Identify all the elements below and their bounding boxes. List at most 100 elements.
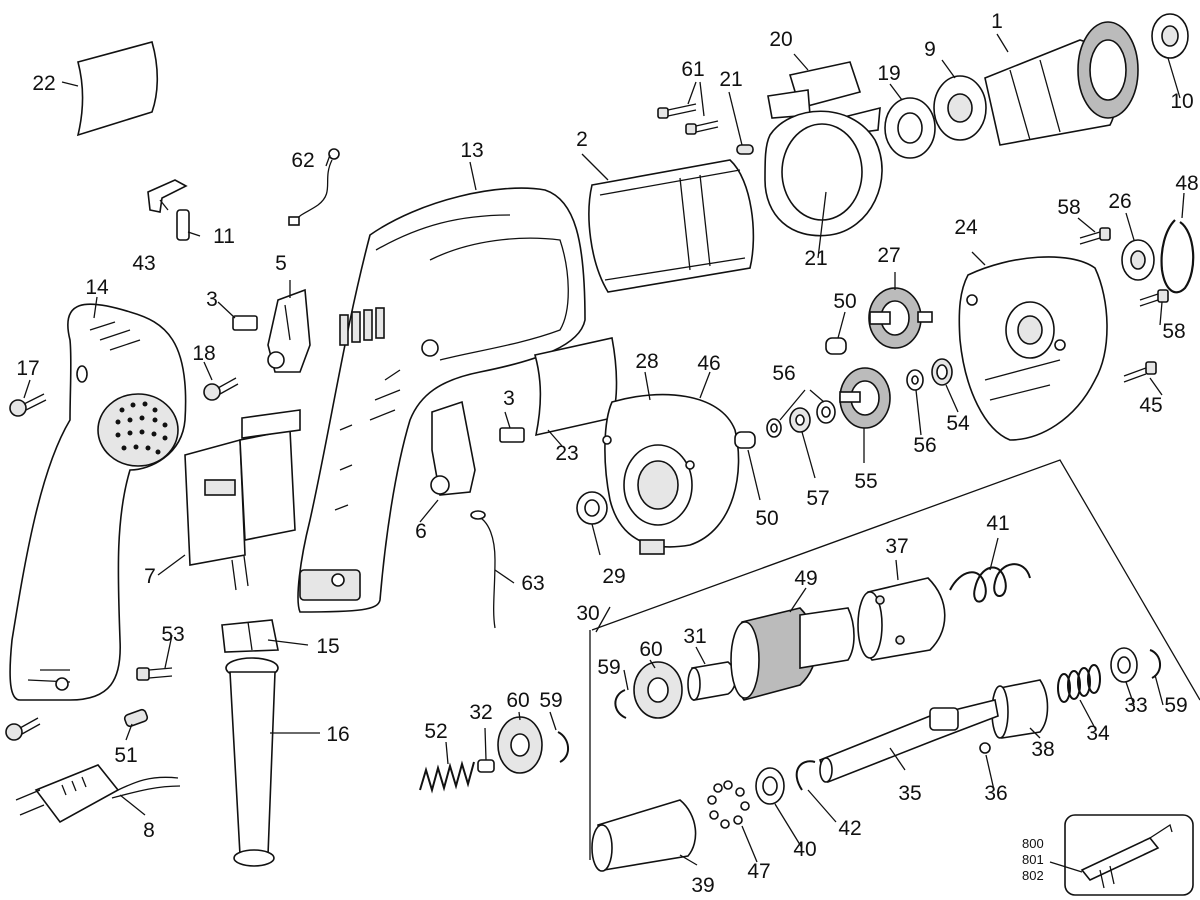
part-28-46-bearing-plate xyxy=(602,393,740,555)
label-41: 41 xyxy=(986,512,1009,535)
label-49: 49 xyxy=(794,567,817,590)
label-8: 8 xyxy=(143,819,155,842)
label-14: 14 xyxy=(85,276,109,299)
label-57: 57 xyxy=(806,487,829,510)
part-35-spindle xyxy=(818,699,999,784)
label-35: 35 xyxy=(898,782,921,805)
part-33-washer xyxy=(1110,647,1138,683)
label-7: 7 xyxy=(144,565,156,588)
part-17-screw xyxy=(9,393,47,417)
part-6-brush-holder xyxy=(430,400,476,496)
label-27: 27 xyxy=(877,244,900,267)
label-50a: 50 xyxy=(833,290,856,313)
part-1-armature xyxy=(984,21,1139,146)
part-19-bearing xyxy=(884,97,936,159)
label-55: 55 xyxy=(854,470,877,493)
part-800-inset xyxy=(1064,814,1194,896)
label-62: 62 xyxy=(291,149,314,172)
label-10: 10 xyxy=(1170,90,1193,113)
label-22: 22 xyxy=(32,72,55,95)
part-59-ring-lower xyxy=(557,731,569,763)
part-52-spring xyxy=(419,760,475,794)
part-47-balls xyxy=(707,780,750,829)
label-23: 23 xyxy=(555,442,578,465)
label-40: 40 xyxy=(793,838,816,861)
label-48: 48 xyxy=(1175,172,1198,195)
label-47: 47 xyxy=(747,860,770,883)
part-56-washer-mid xyxy=(816,400,836,424)
label-29: 29 xyxy=(602,565,625,588)
part-20-brush-plate xyxy=(767,61,881,136)
label-19: 19 xyxy=(877,62,900,85)
label-60b: 60 xyxy=(506,689,529,712)
part-58-screw-upper xyxy=(1079,227,1111,245)
part-9-bearing xyxy=(933,75,987,141)
label-36: 36 xyxy=(984,782,1007,805)
part-50-bushing-lower xyxy=(734,431,756,449)
part-2-field xyxy=(588,159,755,293)
part-43-terminal-clip xyxy=(147,179,188,213)
label-9: 9 xyxy=(924,38,936,61)
part-59-ring-right xyxy=(1149,649,1161,679)
part-45-screw xyxy=(1123,361,1157,383)
label-3b: 3 xyxy=(503,387,515,410)
part-7-switch xyxy=(184,409,301,591)
part-42-ring xyxy=(795,760,816,791)
label-39: 39 xyxy=(691,874,714,897)
label-21b: 21 xyxy=(804,247,827,270)
label-53: 53 xyxy=(161,623,184,646)
label-20: 20 xyxy=(769,28,792,51)
label-800: 800 xyxy=(1022,836,1044,851)
part-59-ring-left xyxy=(614,689,627,719)
part-54-needle-bearing xyxy=(931,358,953,386)
part-40-washer xyxy=(755,767,785,805)
label-58b: 58 xyxy=(1162,320,1185,343)
label-59a: 59 xyxy=(597,656,620,679)
label-56a: 56 xyxy=(772,362,795,385)
label-56b: 56 xyxy=(913,434,936,457)
part-55-gear xyxy=(839,367,891,429)
part-24-gear-case xyxy=(958,256,1108,441)
label-11: 11 xyxy=(213,225,235,248)
label-42: 42 xyxy=(838,817,861,840)
label-38: 38 xyxy=(1031,738,1054,761)
part-56-washer-right xyxy=(906,369,924,391)
label-37: 37 xyxy=(885,535,908,558)
label-63: 63 xyxy=(521,572,544,595)
label-46: 46 xyxy=(697,352,720,375)
part-10-bearing xyxy=(1151,13,1189,59)
label-17: 17 xyxy=(16,357,39,380)
label-801: 801 xyxy=(1022,852,1044,867)
label-54: 54 xyxy=(946,412,970,435)
label-2: 2 xyxy=(576,128,588,151)
label-60a: 60 xyxy=(639,638,662,661)
part-34-spring xyxy=(1057,664,1101,703)
part-61-screws xyxy=(657,103,719,135)
label-21a: 21 xyxy=(719,68,742,91)
label-18: 18 xyxy=(192,342,215,365)
label-33: 33 xyxy=(1124,694,1147,717)
label-34: 34 xyxy=(1086,722,1110,745)
label-51: 51 xyxy=(114,744,137,767)
part-50-bushing-upper xyxy=(825,337,847,355)
part-51-nut xyxy=(123,708,149,728)
part-49-collar xyxy=(730,607,855,701)
label-45: 45 xyxy=(1139,394,1162,417)
part-57-gear-washer xyxy=(789,407,811,433)
part-15-clamp xyxy=(221,619,279,653)
part-14-handle xyxy=(9,303,187,701)
label-43: 43 xyxy=(132,252,155,275)
label-1: 1 xyxy=(991,10,1003,33)
part-22-label-sheet xyxy=(76,41,159,137)
part-18-screw xyxy=(203,377,239,401)
label-5: 5 xyxy=(275,252,287,275)
assembly-30-outline xyxy=(589,459,1200,860)
part-31-sleeve xyxy=(687,661,737,701)
label-802: 802 xyxy=(1022,868,1044,883)
part-60-nut-lower xyxy=(497,716,543,774)
part-48-retaining-ring xyxy=(1160,219,1195,294)
label-24: 24 xyxy=(954,216,978,239)
part-26-bearing xyxy=(1121,239,1155,281)
part-53-screw xyxy=(136,667,173,681)
